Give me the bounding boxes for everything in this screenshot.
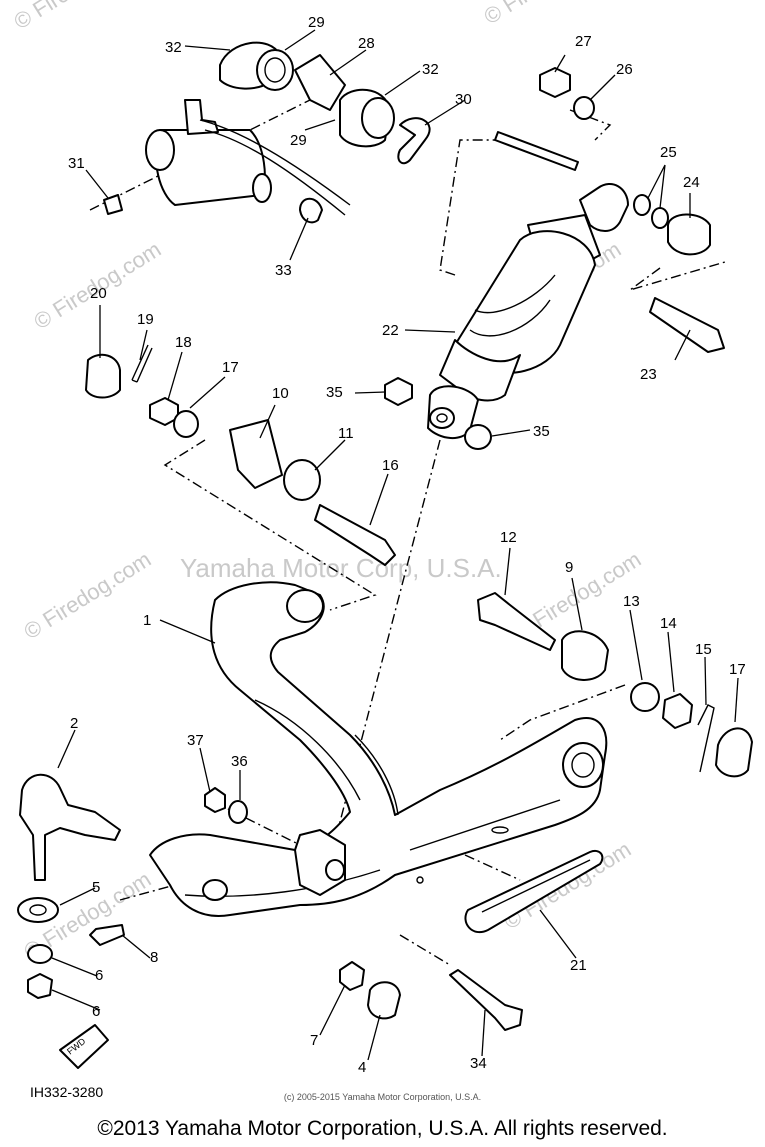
callout-32: 32 — [165, 39, 182, 56]
callout-28: 28 — [358, 35, 375, 52]
callout-12: 13 — [623, 593, 640, 610]
watermark-yamaha: Yamaha Motor Corp, U.S.A. — [180, 553, 502, 583]
callout-5: 6 — [95, 967, 103, 984]
callout-6: 7 — [310, 1032, 318, 1049]
callout-6: 6 — [92, 1003, 100, 1020]
callout-20: 20 — [90, 285, 107, 302]
callout-8: 9 — [565, 559, 573, 576]
callout-9: 10 — [272, 385, 289, 402]
callout-29: 29 — [308, 14, 325, 31]
diagram-code: IH332-3280 — [30, 1084, 104, 1100]
watermark-firedog: © Firedog.com — [19, 546, 155, 644]
callout-1: 1 — [143, 612, 151, 629]
callout-19: 19 — [137, 311, 154, 328]
callout-10: 11 — [338, 425, 354, 442]
watermark-firedog: © Firedog.com — [479, 0, 615, 29]
callout-33: 33 — [275, 262, 292, 279]
callout-16: 16 — [382, 457, 399, 474]
callout-29: 29 — [290, 132, 307, 149]
copyright-notice: ©2013 Yamaha Motor Corporation, U.S.A. A… — [97, 1117, 668, 1140]
watermark-firedog: © Firedog.com — [9, 0, 145, 34]
callout-15: 17 — [729, 661, 746, 678]
callout-13: 14 — [660, 615, 677, 632]
callout-35: 35 — [326, 384, 343, 401]
callout-23: 23 — [640, 366, 657, 383]
callout-30: 30 — [455, 91, 472, 108]
callout-32: 32 — [422, 61, 439, 78]
callout-31: 31 — [68, 155, 85, 172]
small-copyright: (c) 2005-2015 Yamaha Motor Corporation, … — [283, 1092, 482, 1102]
small-parts: FWD — [17, 67, 753, 1069]
shock-absorber — [427, 131, 629, 439]
callout-36: 36 — [231, 753, 248, 770]
callout-24: 24 — [683, 174, 700, 191]
callout-14: 15 — [695, 641, 712, 658]
callout-labels: 32 29 28 32 29 30 27 26 25 24 31 33 22 2… — [68, 14, 746, 1076]
callout-26: 26 — [616, 61, 633, 78]
callout-22: 22 — [382, 322, 399, 339]
callout-35: 35 — [533, 423, 550, 440]
callout-27: 27 — [575, 33, 592, 50]
callout-3: 4 — [358, 1059, 366, 1076]
callout-11: 12 — [500, 529, 517, 546]
callout-37: 37 — [187, 732, 204, 749]
callout-4: 5 — [92, 879, 100, 896]
callout-18: 18 — [175, 334, 192, 351]
callout-17: 17 — [222, 359, 239, 376]
callout-7: 8 — [150, 949, 158, 966]
reservoir-assembly — [103, 41, 431, 224]
callout-34: 34 — [470, 1055, 487, 1072]
swing-arm — [149, 581, 608, 917]
callout-25: 25 — [660, 144, 677, 161]
callout-21: 21 — [570, 957, 587, 974]
leader-lines — [51, 29, 739, 1061]
callout-2: 2 — [70, 715, 78, 732]
